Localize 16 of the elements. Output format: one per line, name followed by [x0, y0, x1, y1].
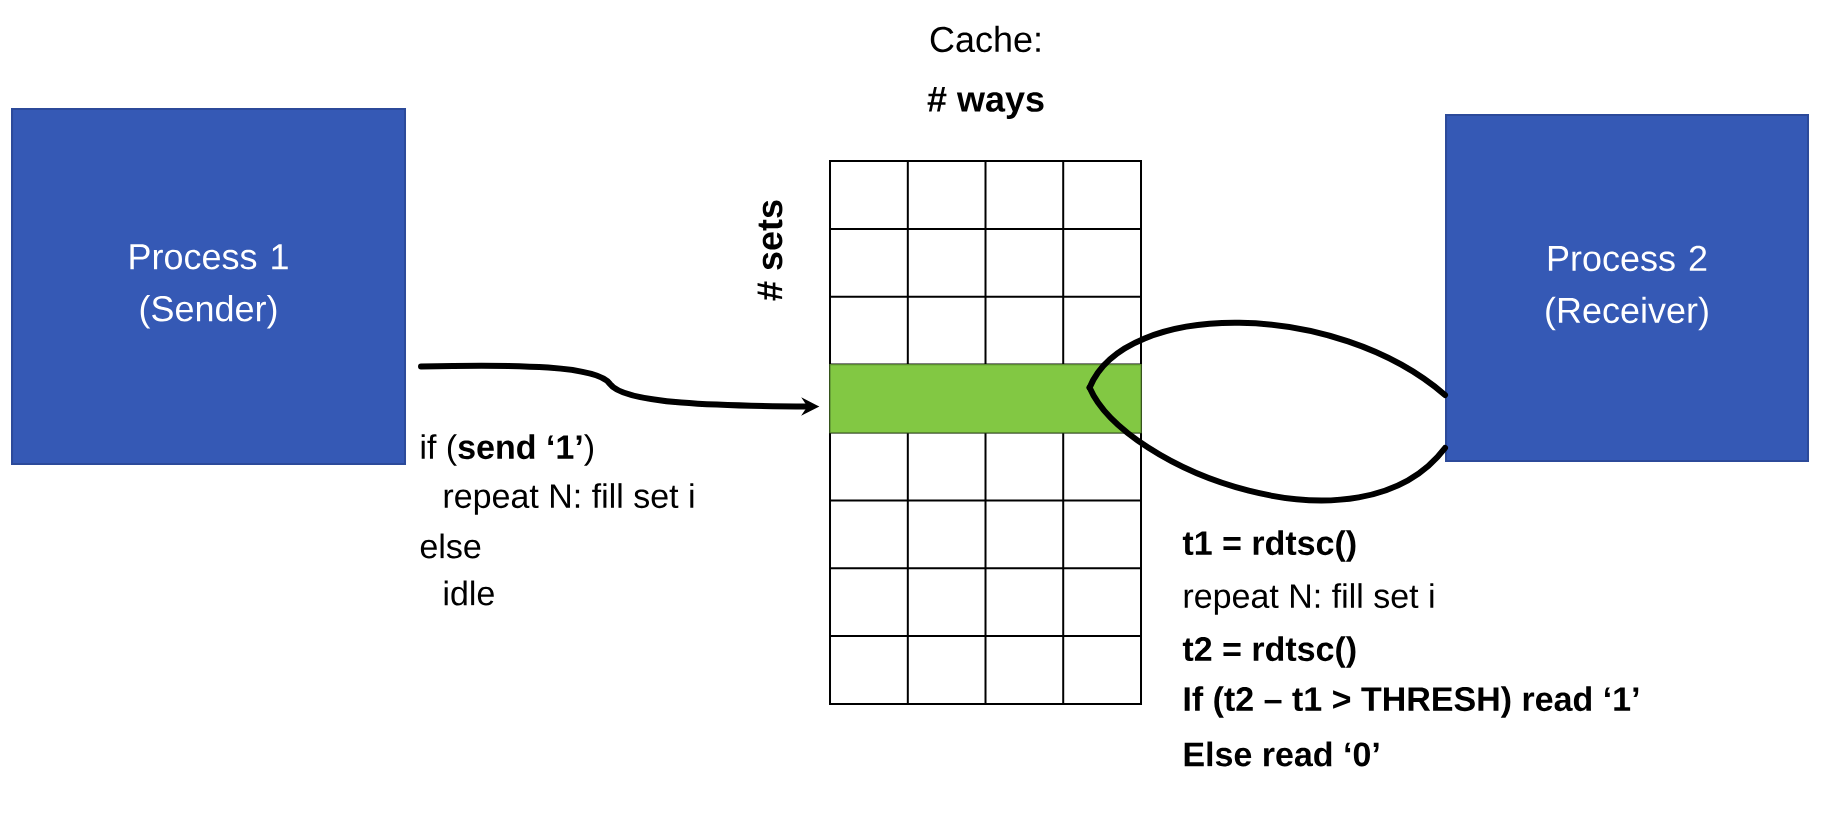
code-line: repeat N: fill set i — [444, 483, 694, 515]
row-heading: # sets — [757, 200, 783, 301]
process-box: Process 2 (Receiver) — [1445, 114, 1809, 462]
code-line: else — [420, 533, 481, 559]
code-line: t2 = rdtsc() — [1182, 636, 1356, 668]
process-box: Process 1 (Sender) — [11, 108, 406, 465]
code-line: If (t2 – t1 > THRESH) read ‘1’ — [1184, 686, 1639, 718]
highlighted-set — [829, 364, 1142, 434]
code-line: idle — [444, 580, 494, 606]
code-line: repeat N: fill set i — [1184, 583, 1434, 615]
curved-line — [1086, 319, 1448, 398]
code-line: Else read ‘0’ — [1184, 741, 1379, 767]
code-line: t1 = rdtsc() — [1182, 530, 1356, 562]
column-heading: # ways — [927, 87, 1044, 119]
curved-line — [1086, 384, 1448, 504]
cache-heading: Cache: — [930, 25, 1040, 53]
